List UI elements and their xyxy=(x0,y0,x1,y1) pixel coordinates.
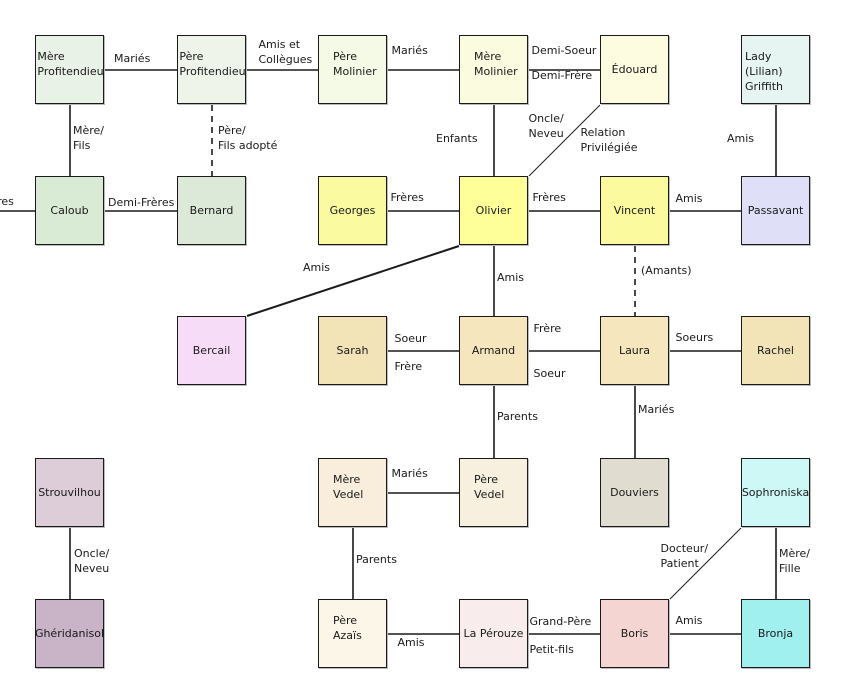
character-node-bernard: Bernard xyxy=(177,176,246,245)
edge-label: Amis xyxy=(675,614,703,627)
edge-label: Amis xyxy=(397,636,425,649)
character-node-georges: Georges xyxy=(318,176,387,245)
character-node-pere-molinier: Père Molinier xyxy=(318,35,387,104)
edge-olivier-to-bercail xyxy=(246,245,460,317)
edge-label: Soeurs xyxy=(675,331,714,344)
edge-label: Soeur xyxy=(394,332,427,345)
edge-label: Mariés xyxy=(391,467,428,480)
edge-label: Amis xyxy=(303,261,331,274)
character-name: Bercail xyxy=(192,344,231,357)
character-name: Georges xyxy=(329,204,376,217)
character-node-pere-profitendieu: Père Profitendieu xyxy=(177,35,246,104)
character-node-vincent: Vincent xyxy=(600,176,669,245)
edge-label: Frère xyxy=(394,360,423,373)
character-node-passavant: Passavant xyxy=(741,176,810,245)
character-name: Olivier xyxy=(475,204,512,217)
character-node-laura: Laura xyxy=(600,316,669,385)
character-node-olivier: Olivier xyxy=(459,176,528,245)
character-node-boris: Boris xyxy=(600,599,669,668)
character-node-pere-vedel: Père Vedel xyxy=(459,458,528,527)
edge-label: Amis et Collègues xyxy=(258,38,313,66)
character-name: Père Profitendieu xyxy=(179,50,246,78)
edge-label: Amis xyxy=(727,131,755,145)
edge-label: Demi-Frère xyxy=(531,69,593,82)
character-name: Caloub xyxy=(50,204,89,217)
edge-label: Frère xyxy=(533,322,562,335)
edge-label: Mariés xyxy=(391,44,428,57)
character-name: Rachel xyxy=(757,344,794,357)
edge-label: Demi-Frères xyxy=(108,196,175,209)
edge-label: Mariés xyxy=(638,403,675,416)
edge-label: Demi-Soeur xyxy=(531,44,597,57)
character-name: Mère Vedel xyxy=(333,473,364,501)
character-name: Mère Molinier xyxy=(474,50,518,78)
edge-label: Oncle/ Neveu xyxy=(528,111,564,140)
character-node-mere-molinier: Mère Molinier xyxy=(459,35,528,104)
character-node-gheridanisol: Ghéridanisol xyxy=(35,599,104,668)
character-node-rachel: Rachel xyxy=(741,316,810,385)
character-name: Strouvilhou xyxy=(38,486,101,499)
edge-label: Grand-Père xyxy=(529,615,592,628)
edge-edouard-to-olivier xyxy=(528,104,601,177)
edge-label: Frères xyxy=(532,191,566,204)
edge-label: Père/ Fils adopté xyxy=(218,123,278,152)
character-name: Douviers xyxy=(610,486,659,499)
edge-label: Enfants xyxy=(436,131,478,145)
character-node-mere-vedel: Mère Vedel xyxy=(318,458,387,527)
character-name: La Pérouze xyxy=(463,627,524,640)
character-name: Ghéridanisol xyxy=(34,627,105,640)
edge-label: (Amants) xyxy=(641,264,692,277)
edge-label: Amis xyxy=(675,192,703,205)
character-name: Bronja xyxy=(757,627,794,640)
character-node-strouvilhou: Strouvilhou xyxy=(35,458,104,527)
edge-label: Frères xyxy=(390,191,424,204)
character-node-armand: Armand xyxy=(459,316,528,385)
edge-label: Parents xyxy=(497,410,538,423)
edge-label: Oncle/ Neveu xyxy=(74,546,110,575)
character-name: Vincent xyxy=(613,204,656,217)
edge-label: Docteur/ Patient xyxy=(660,541,709,570)
character-node-la-perouze: La Pérouze xyxy=(459,599,528,668)
character-node-douviers: Douviers xyxy=(600,458,669,527)
edge-label: Frères xyxy=(0,195,14,208)
character-name: Boris xyxy=(620,627,649,640)
character-name: Passavant xyxy=(747,204,804,217)
character-node-sarah: Sarah xyxy=(318,316,387,385)
character-node-sophroniska: Sophroniska xyxy=(741,458,810,527)
character-name: Père Molinier xyxy=(333,50,377,78)
character-name: Lady (Lilian) Griffith xyxy=(745,50,784,93)
edge-label: Parents xyxy=(356,552,397,566)
character-name: Père Azaïs xyxy=(333,614,362,642)
character-node-mere-profitendieu: Mère Profitendieu xyxy=(35,35,104,104)
character-name: Laura xyxy=(618,344,651,357)
edge-label: Petit-fils xyxy=(529,643,574,656)
character-name: Sophroniska xyxy=(741,486,810,499)
character-node-bercail: Bercail xyxy=(177,316,246,385)
character-node-caloub: Caloub xyxy=(35,176,104,245)
character-node-bronja: Bronja xyxy=(741,599,810,668)
character-node-lilian: Lady (Lilian) Griffith xyxy=(741,35,810,104)
character-name: Bernard xyxy=(189,204,234,217)
edge-label: Mère/ Fille xyxy=(779,546,811,575)
character-name: Édouard xyxy=(611,63,658,76)
edge-label: Soeur xyxy=(533,367,566,380)
character-name: Père Vedel xyxy=(474,473,505,501)
edge-label: Mère/ Fils xyxy=(73,123,105,152)
edge-label: Relation Privilégiée xyxy=(580,125,638,154)
edge-label: Mariés xyxy=(114,52,151,65)
character-name: Sarah xyxy=(336,344,369,357)
edge-label: Amis xyxy=(497,271,525,284)
character-name: Mère Profitendieu xyxy=(37,50,104,78)
character-name: Armand xyxy=(471,344,516,357)
character-node-pere-azais: Père Azaïs xyxy=(318,599,387,668)
edge-sophroniska-to-boris xyxy=(669,527,742,600)
character-node-edouard: Édouard xyxy=(600,35,669,104)
